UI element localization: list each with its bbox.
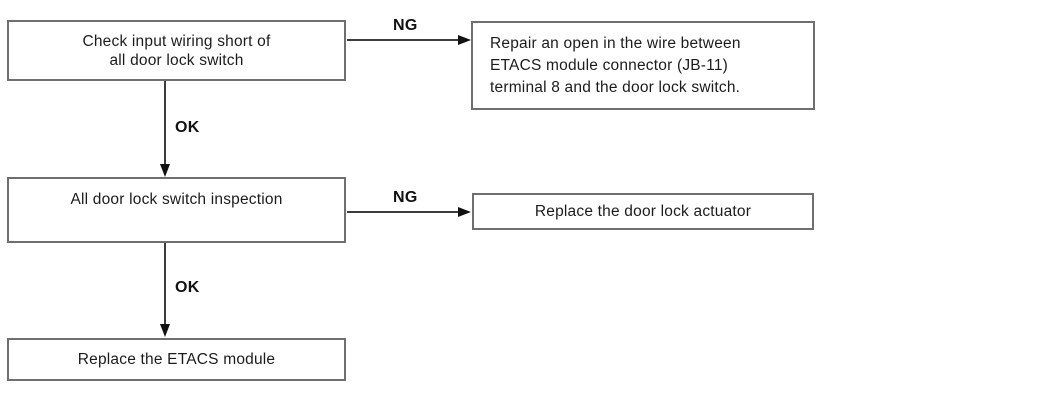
connector-ng-2-line <box>347 211 459 213</box>
node-text-line: ETACS module connector (JB-11) <box>490 56 729 74</box>
arrowhead-right-icon <box>458 35 471 45</box>
arrowhead-down-icon <box>160 164 170 177</box>
node-replace-door-lock-actuator: Replace the door lock actuator <box>472 193 814 230</box>
node-repair-open-wire: Repair an open in the wire between ETACS… <box>471 21 815 110</box>
connector-ok-1-line <box>164 81 166 164</box>
node-text-line: Check input wiring short of <box>82 32 271 50</box>
node-replace-etacs-module: Replace the ETACS module <box>7 338 346 381</box>
node-text-line: all door lock switch <box>109 51 244 69</box>
node-door-lock-switch-inspection: All door lock switch inspection <box>7 177 346 243</box>
arrowhead-down-icon <box>160 324 170 337</box>
node-text-line: Repair an open in the wire between <box>490 34 741 52</box>
node-text-line: All door lock switch inspection <box>70 191 283 208</box>
edge-label-ng-2: NG <box>393 189 418 206</box>
arrowhead-right-icon <box>458 207 471 217</box>
edge-label-ng-1: NG <box>393 17 418 34</box>
connector-ng-1-line <box>347 39 459 41</box>
edge-label-ok-2: OK <box>175 279 200 296</box>
node-text-line: terminal 8 and the door lock switch. <box>490 78 741 96</box>
node-check-input-wiring: Check input wiring short of all door loc… <box>7 20 346 81</box>
connector-ok-2-line <box>164 243 166 324</box>
node-text-line: Replace the ETACS module <box>77 351 276 368</box>
node-text-line: Replace the door lock actuator <box>534 203 752 220</box>
edge-label-ok-1: OK <box>175 119 200 136</box>
